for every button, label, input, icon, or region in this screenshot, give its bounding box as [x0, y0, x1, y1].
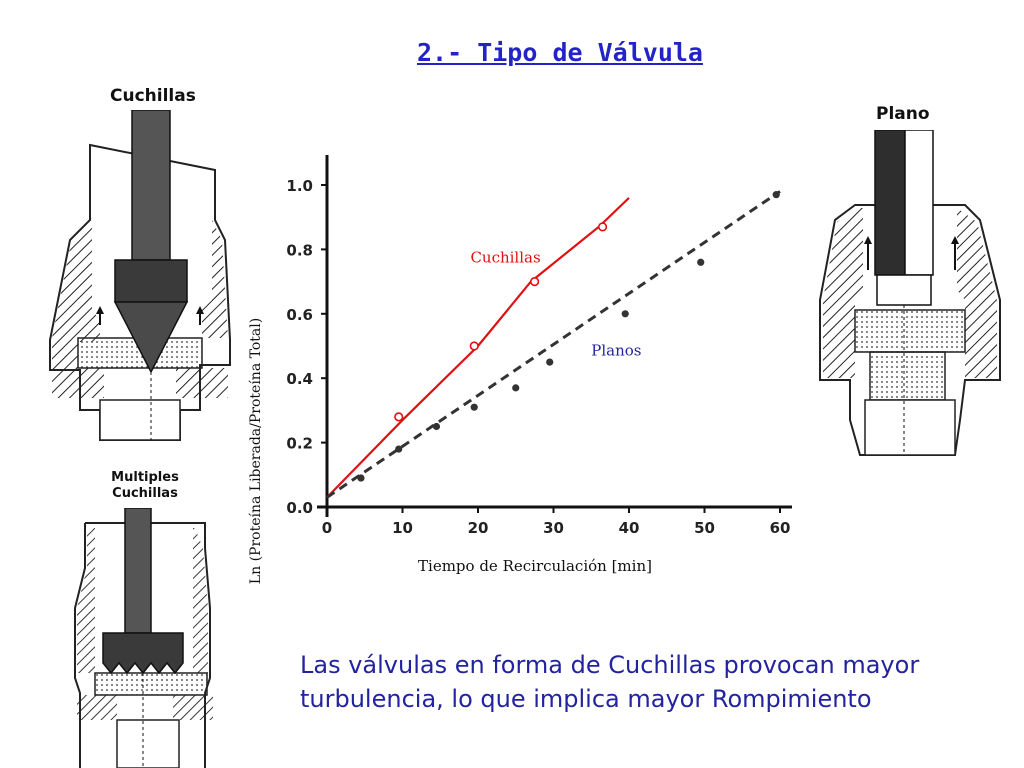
y-tick-label: 0.8	[286, 241, 313, 259]
x-tick-label: 20	[468, 519, 489, 537]
x-axis-label: Tiempo de Recirculación [min]	[418, 557, 652, 575]
cuchillas-diagram-label: Cuchillas	[110, 86, 196, 106]
cuchillas-valve-diagram	[49, 110, 231, 441]
x-tick-label: 40	[619, 519, 640, 537]
y-tick-label: 0.2	[286, 435, 313, 453]
data-point-planos	[357, 474, 365, 482]
conclusion-line1: Las válvulas en forma de Cuchillas provo…	[300, 651, 920, 679]
series-line-planos	[326, 190, 781, 499]
data-point-planos	[512, 384, 520, 392]
y-tick-label: 0.6	[286, 306, 313, 324]
data-point-planos	[546, 358, 554, 366]
data-point-cuchillas	[469, 341, 479, 351]
data-point-planos	[395, 445, 403, 453]
x-tick-label: 0	[322, 519, 332, 537]
series-line-cuchillas	[326, 197, 630, 499]
chart-axes: 0.0 0.2 0.4 0.6 0.8 1.0 0 10 20 30 40 50 60	[286, 155, 792, 537]
data-point-planos	[772, 191, 780, 199]
data-point-planos	[432, 422, 441, 431]
y-tick-label: 0.4	[286, 370, 313, 388]
y-axis-label: Ln (Proteína Liberada/Proteína Total)	[248, 318, 264, 584]
page-title: 2.- Tipo de Válvula	[417, 38, 703, 67]
multiples-label-line2: Cuchillas	[112, 486, 178, 501]
data-point-planos	[697, 258, 705, 266]
x-tick-label: 10	[392, 519, 413, 537]
conclusion-text: Las válvulas en forma de Cuchillas provo…	[300, 648, 1000, 716]
y-tick-label: 1.0	[286, 177, 313, 195]
x-tick-label: 30	[543, 519, 564, 537]
protein-release-chart: Ln (Proteína Liberada/Proteína Total) Ti…	[248, 155, 792, 584]
multiples-cuchillas-label: Multiples Cuchillas	[105, 470, 185, 502]
x-tick-label: 50	[694, 519, 715, 537]
multiples-cuchillas-valve-diagram	[74, 508, 213, 768]
plano-diagram-label: Plano	[876, 104, 930, 124]
series-label-cuchillas: Cuchillas	[470, 248, 540, 266]
data-point-cuchillas	[530, 277, 540, 287]
multiples-label-line1: Multiples	[111, 470, 179, 485]
plano-valve-diagram	[819, 130, 1001, 456]
y-tick-label: 0.0	[286, 499, 313, 517]
x-tick-label: 60	[770, 519, 791, 537]
data-point-planos	[470, 403, 478, 411]
data-point-cuchillas	[394, 412, 404, 422]
conclusion-line2: turbulencia, lo que implica mayor Rompim…	[300, 685, 872, 713]
data-point-cuchillas	[597, 222, 608, 232]
series-label-planos: Planos	[591, 342, 641, 360]
data-point-planos	[621, 310, 629, 318]
